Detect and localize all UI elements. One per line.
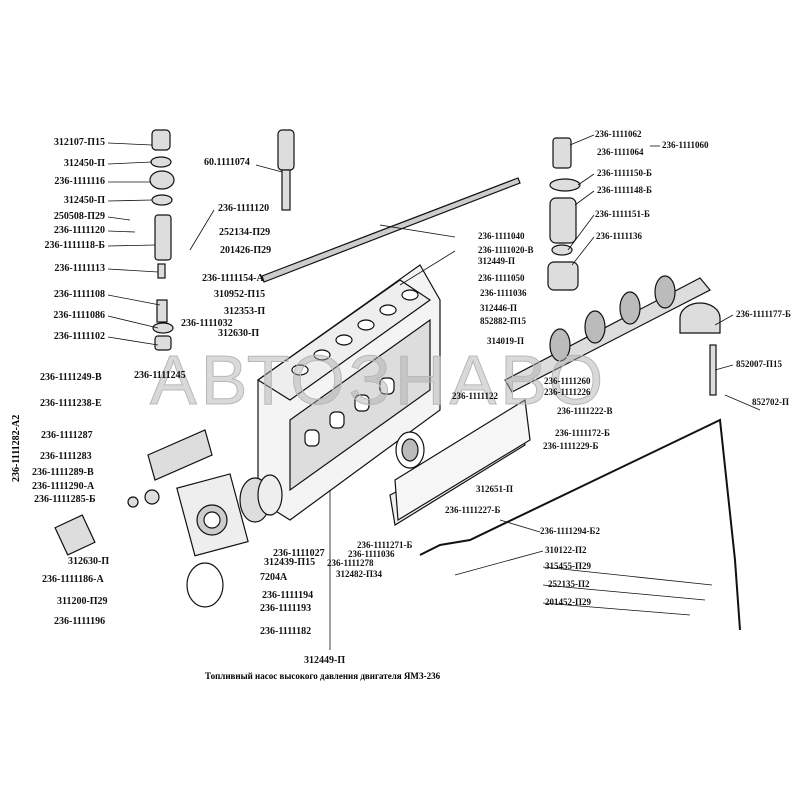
assembly-label: 236-1111282-А2 bbox=[11, 414, 22, 482]
part-label: 236-1111271-Б bbox=[357, 540, 413, 550]
part-label: 236-1111120 bbox=[218, 203, 270, 214]
part-label: 236-1111227-Б bbox=[445, 505, 501, 515]
part-label: 236-1111036 bbox=[480, 288, 527, 298]
part-label: 236-1111294-Б2 bbox=[540, 526, 600, 536]
part-label: 250508-П29 bbox=[53, 211, 105, 222]
part-label: 236-1111032 bbox=[181, 318, 233, 329]
part-label: 236-1111040 bbox=[478, 231, 525, 241]
part-label: 236-1111287 bbox=[41, 430, 93, 441]
part-label: 312450-П bbox=[63, 158, 105, 169]
drive-flange bbox=[176, 473, 283, 557]
part-label: 236-1111122 bbox=[452, 391, 499, 401]
plunger bbox=[277, 129, 295, 211]
part-label: 236-1111186-А bbox=[42, 574, 104, 585]
part-label: 236-1111238-Е bbox=[40, 398, 102, 409]
diagram-caption: Топливный насос высокого давления двигат… bbox=[205, 671, 441, 681]
part-label: 236-1111136 bbox=[596, 231, 643, 241]
leader-lines bbox=[107, 134, 761, 650]
fuel-tube bbox=[419, 418, 741, 631]
control-rack bbox=[261, 177, 521, 283]
part-label: 7204А bbox=[260, 572, 288, 583]
part-label: 60.1111074 bbox=[204, 157, 250, 168]
part-label: 312449-П bbox=[478, 256, 515, 266]
part-label: 236-1111064 bbox=[597, 147, 644, 157]
part-label: 236-1111245 bbox=[134, 370, 186, 381]
part-label: 314019-П bbox=[487, 336, 524, 346]
part-label: 252134-П29 bbox=[219, 227, 271, 238]
part-label: 236-1111172-Б bbox=[555, 428, 610, 438]
part-label: 852882-П15 bbox=[480, 316, 526, 326]
pump-body bbox=[256, 264, 441, 521]
part-label: 312439-П15 bbox=[264, 557, 316, 568]
part-label: 236-1111118-Б bbox=[44, 240, 105, 251]
cap-bearing bbox=[679, 302, 721, 334]
part-label: 201452-П29 bbox=[545, 597, 591, 607]
part-label: 236-1111289-В bbox=[32, 467, 94, 478]
part-label: 312353-П bbox=[224, 306, 266, 317]
part-label: 236-1111102 bbox=[53, 331, 105, 342]
part-label: 236-1111036 bbox=[348, 549, 395, 559]
part-label: 310122-П2 bbox=[545, 545, 587, 555]
part-label: 236-1111020-В bbox=[478, 245, 534, 255]
part-label: 236-1111027 bbox=[273, 548, 325, 559]
part-label: 236-1111108 bbox=[53, 289, 105, 300]
part-label: 236-1111193 bbox=[260, 603, 312, 614]
part-label: 312651-П bbox=[476, 484, 513, 494]
part-label: 312446-П bbox=[480, 303, 517, 313]
side-cover bbox=[389, 399, 531, 526]
part-label: 236-1111154-А bbox=[202, 273, 264, 284]
part-label: 236-1111148-Б bbox=[597, 185, 652, 195]
part-label: 236-1111290-А bbox=[32, 481, 95, 492]
part-label: 236-1111120 bbox=[53, 225, 105, 236]
part-label: 236-1111116 bbox=[54, 176, 105, 187]
part-label: 236-1111150-Б bbox=[597, 168, 652, 178]
part-label: 236-1111113 bbox=[54, 263, 105, 274]
part-label: 310952-П15 bbox=[214, 289, 266, 300]
part-label: 236-1111260 bbox=[544, 376, 591, 386]
part-label: 236-1111062 bbox=[595, 129, 642, 139]
part-label: 236-1111151-Б bbox=[595, 209, 650, 219]
part-label: 312107-П15 bbox=[53, 137, 105, 148]
part-label: 236-1111283 bbox=[40, 451, 92, 462]
part-label: 236-1111196 bbox=[54, 616, 106, 627]
part-label: 236-1111226 bbox=[544, 387, 591, 397]
plunger-spring-stack bbox=[547, 137, 581, 291]
part-label: 311200-П29 bbox=[57, 596, 108, 607]
valve-assembly-left bbox=[54, 429, 213, 556]
part-label: 312482-П34 bbox=[336, 569, 382, 579]
part-label: 201426-П29 bbox=[220, 245, 272, 256]
delivery-valve-stack bbox=[149, 129, 175, 351]
assembly-label: 236-1111060 bbox=[662, 140, 709, 150]
part-label: 312449-П bbox=[304, 655, 346, 666]
part-label: 315455-П29 bbox=[545, 561, 591, 571]
part-label: 312630-П bbox=[68, 556, 110, 567]
part-label: 252135-П2 bbox=[548, 579, 590, 589]
part-label: 852702-П bbox=[752, 397, 789, 407]
part-label: 236-1111177-Б bbox=[736, 309, 791, 319]
part-label: 236-1111182 bbox=[260, 626, 312, 637]
part-label: 236-1111229-Б bbox=[543, 441, 599, 451]
part-label: 236-1111050 bbox=[478, 273, 525, 283]
watermark: АВТОЗНАВО bbox=[149, 341, 608, 420]
gasket-ring bbox=[186, 562, 224, 608]
part-label: 236-1111278 bbox=[327, 558, 374, 568]
part-label: 236-1111285-Б bbox=[34, 494, 96, 505]
part-label: 312630-П bbox=[218, 328, 260, 339]
part-label: 236-1111086 bbox=[53, 310, 105, 321]
part-label: 236-1111194 bbox=[262, 590, 314, 601]
part-label: 236-1111222-В bbox=[557, 406, 613, 416]
part-label: 312450-П bbox=[63, 195, 105, 206]
part-label: 852007-П15 bbox=[736, 359, 782, 369]
camshaft bbox=[504, 275, 711, 393]
part-label: 236-1111249-В bbox=[40, 372, 102, 383]
